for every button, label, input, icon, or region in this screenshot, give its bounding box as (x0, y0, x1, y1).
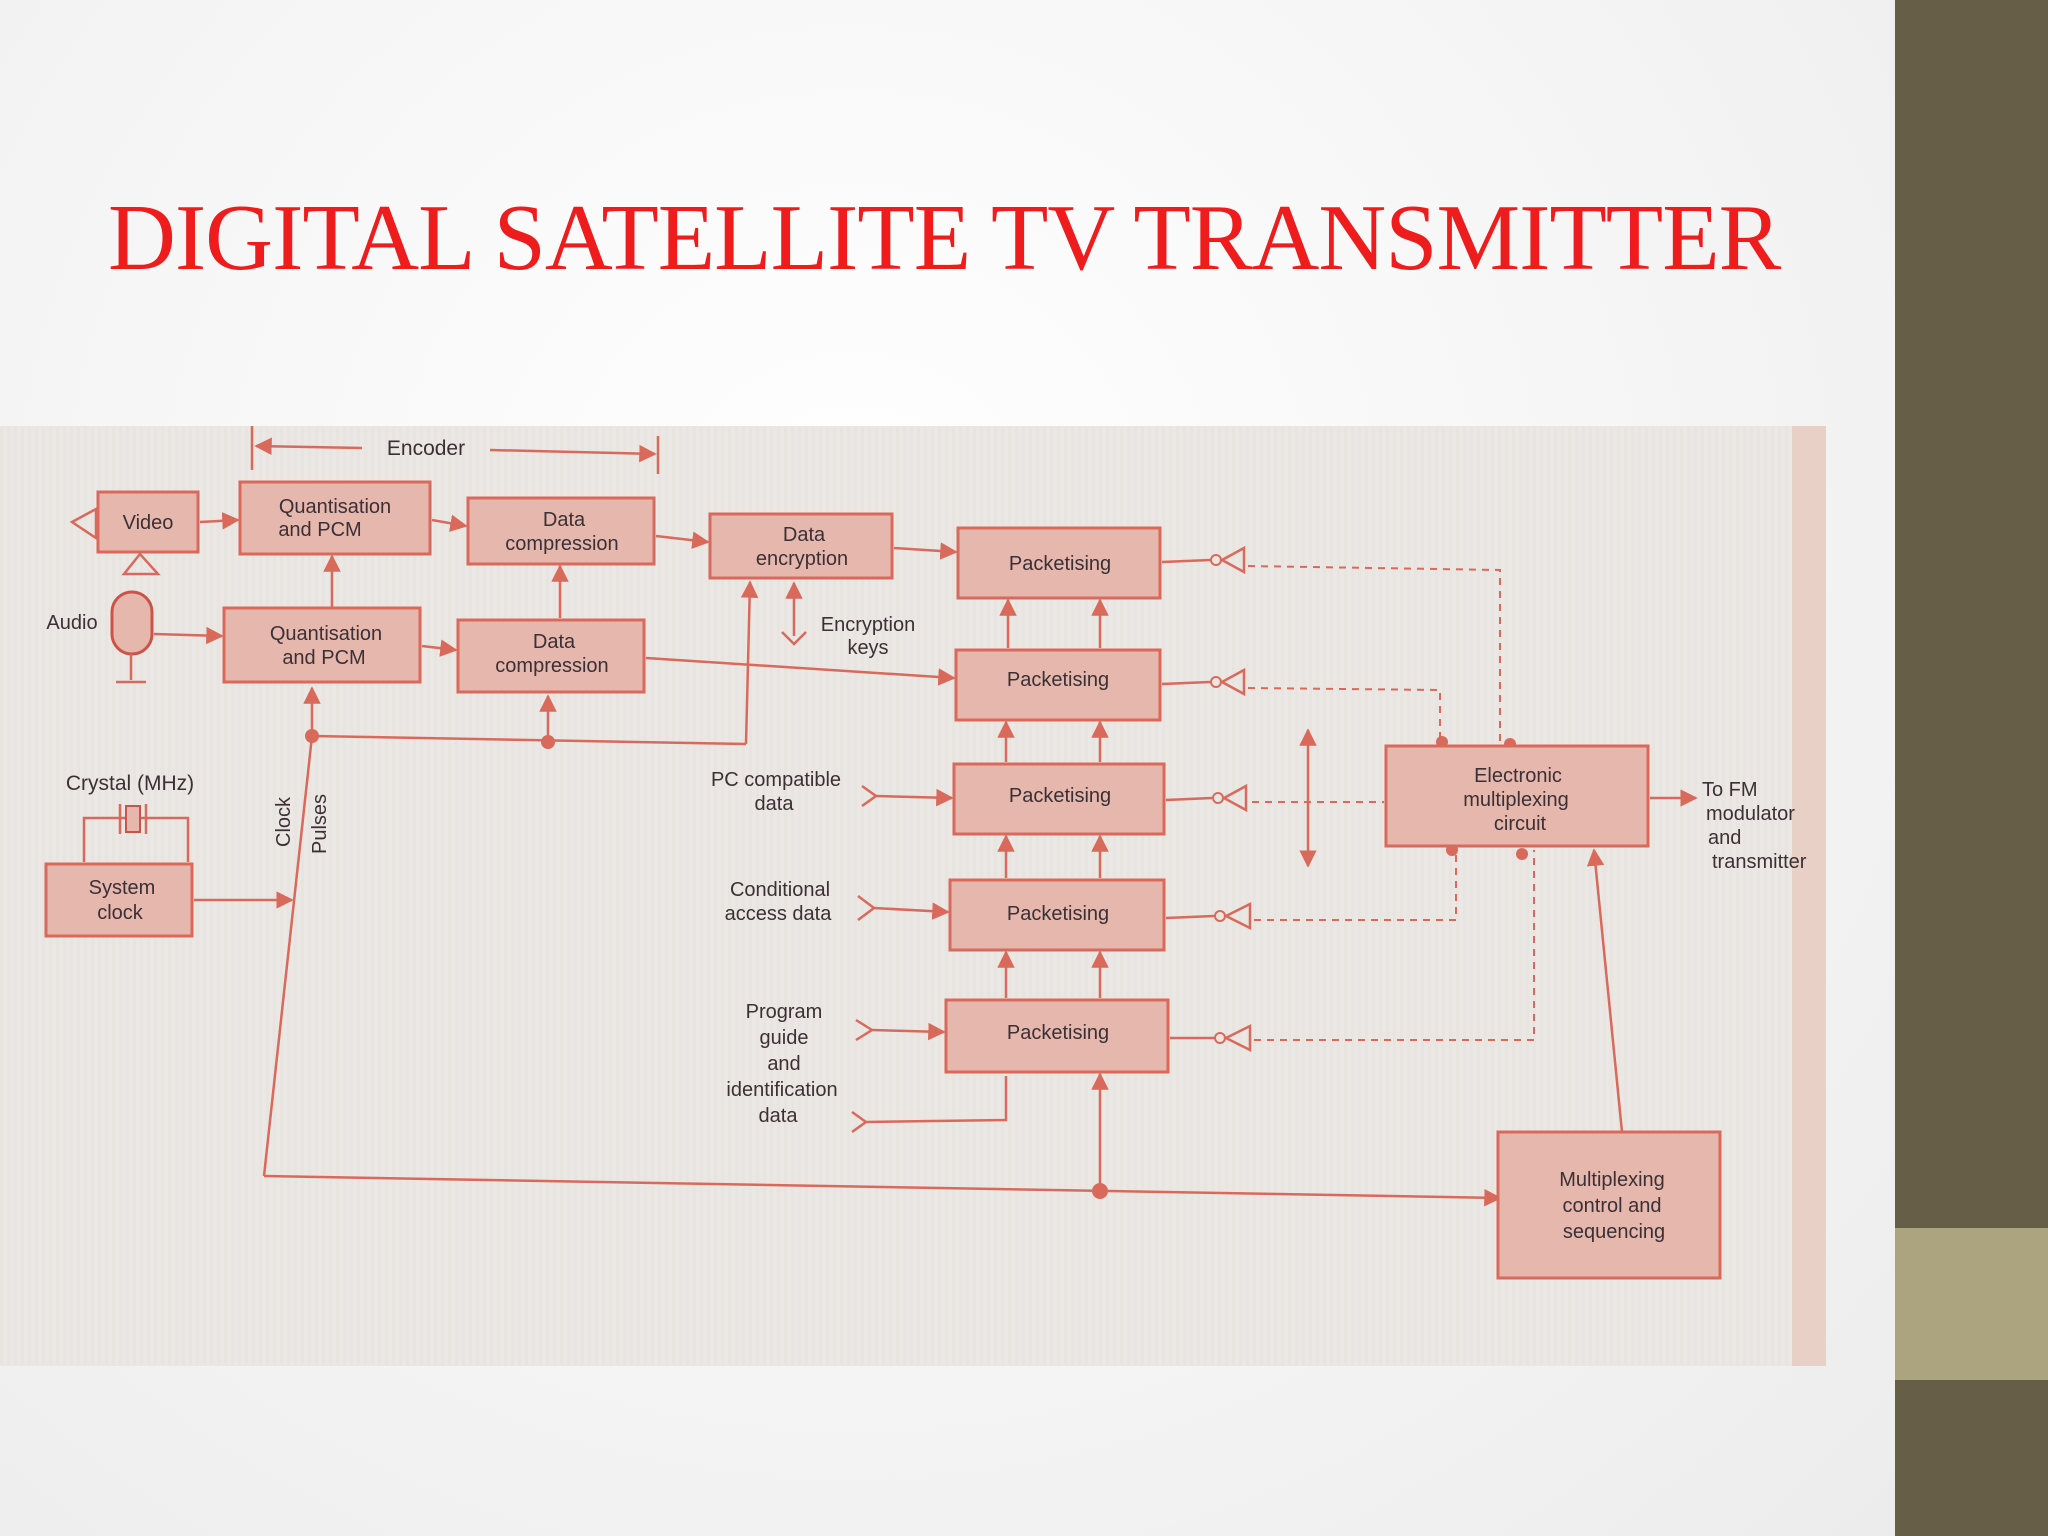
quant-video-block: Quantisation and PCM (238, 480, 432, 556)
pc-data-line1: PC compatible (711, 769, 841, 791)
encryption-line1: Data (783, 524, 826, 546)
system-clock-line1: System (89, 877, 156, 899)
pulses-label: Pulses (309, 794, 331, 854)
encryption-block: Data encryption Encryption keys (708, 512, 916, 659)
program-guide-input: Program guide and identification data (726, 1001, 1008, 1134)
pc-data-input: PC compatible data (711, 769, 954, 815)
mux-circuit-line2: multiplexing (1463, 789, 1569, 811)
quant-audio-line2: and PCM (282, 647, 365, 669)
quant-video-line2: and PCM (278, 519, 361, 541)
packetising-1: Packetising (956, 526, 1162, 600)
quant-audio-line1: Quantisation (270, 623, 382, 645)
mux-circuit-line1: Electronic (1474, 765, 1562, 787)
crystal-oscillator: Crystal (MHz) (66, 772, 194, 862)
compress-audio-line2: compression (495, 655, 608, 677)
page-edge (1792, 426, 1826, 1366)
fm-line3: and (1708, 827, 1741, 849)
compress-video-line1: Data (543, 509, 586, 531)
fm-line2: modulator (1706, 803, 1795, 825)
encryption-keys-line2: keys (847, 637, 888, 659)
mux-circuit-block: Electronic multiplexing circuit (1384, 744, 1650, 848)
encoder-label: Encoder (387, 437, 465, 460)
compress-audio-block: Data compression (456, 618, 646, 694)
conditional-line1: Conditional (730, 879, 830, 901)
mux-control-line3: sequencing (1563, 1221, 1665, 1243)
audio-label: Audio (46, 612, 97, 634)
system-clock-line2: clock (97, 902, 144, 924)
program-line5: data (759, 1105, 799, 1127)
compress-audio-line1: Data (533, 631, 576, 653)
quant-video-line1: Quantisation (279, 496, 391, 518)
encoder-bracket: Encoder (250, 426, 660, 474)
video-label: Video (123, 512, 174, 534)
buffer-outputs (1161, 545, 1252, 1053)
crystal-icon (125, 805, 141, 833)
mux-control-line2: control and (1563, 1195, 1662, 1217)
packetising-4-label: Packetising (1007, 903, 1109, 925)
mux-control-block: Multiplexing control and sequencing (1496, 1130, 1722, 1280)
microphone-icon (110, 590, 154, 656)
packetising-1-label: Packetising (1009, 553, 1111, 575)
conditional-line2: access data (725, 903, 833, 925)
packetising-5: Packetising (944, 998, 1170, 1074)
fm-line4: transmitter (1712, 851, 1807, 873)
system-clock-block: System clock (44, 862, 194, 938)
packetising-3: Packetising (952, 762, 1166, 836)
fm-line1: To FM (1702, 779, 1758, 801)
video-block (96, 490, 200, 554)
audio-source: Audio (46, 590, 154, 684)
program-line2: guide (760, 1027, 809, 1049)
program-line3: and (767, 1053, 800, 1075)
compress-video-line2: compression (505, 533, 618, 555)
encryption-line2: encryption (756, 548, 848, 570)
packetising-4: Packetising (948, 878, 1166, 952)
pc-data-line2: data (755, 793, 795, 815)
packetising-3-label: Packetising (1009, 785, 1111, 807)
fm-output: To FM modulator and transmitter (1702, 779, 1807, 873)
side-accent (1895, 1228, 2048, 1380)
mux-control-line1: Multiplexing (1559, 1169, 1665, 1191)
mux-circuit-line3: circuit (1494, 813, 1547, 835)
program-line4: identification (726, 1079, 837, 1101)
diagram-photo: Encoder Video Audio Quantisation and PCM… (0, 426, 1826, 1366)
video-source: Video (69, 490, 200, 576)
block-diagram: Encoder Video Audio Quantisation and PCM… (44, 426, 1807, 1280)
packetising-5-label: Packetising (1007, 1022, 1109, 1044)
packetising-2-label: Packetising (1007, 669, 1109, 691)
conditional-access-input: Conditional access data (725, 879, 950, 925)
crystal-label: Crystal (MHz) (66, 772, 194, 795)
program-line1: Program (746, 1001, 823, 1023)
packetising-2: Packetising (954, 648, 1162, 722)
quant-audio-block: Quantisation and PCM (222, 606, 422, 684)
encryption-keys-line1: Encryption (821, 614, 916, 636)
clock-label: Clock (273, 796, 295, 847)
compress-video-block: Data compression (466, 496, 656, 566)
slide-title: DIGITAL SATELLITE TV TRANSMITTER (108, 186, 1781, 290)
